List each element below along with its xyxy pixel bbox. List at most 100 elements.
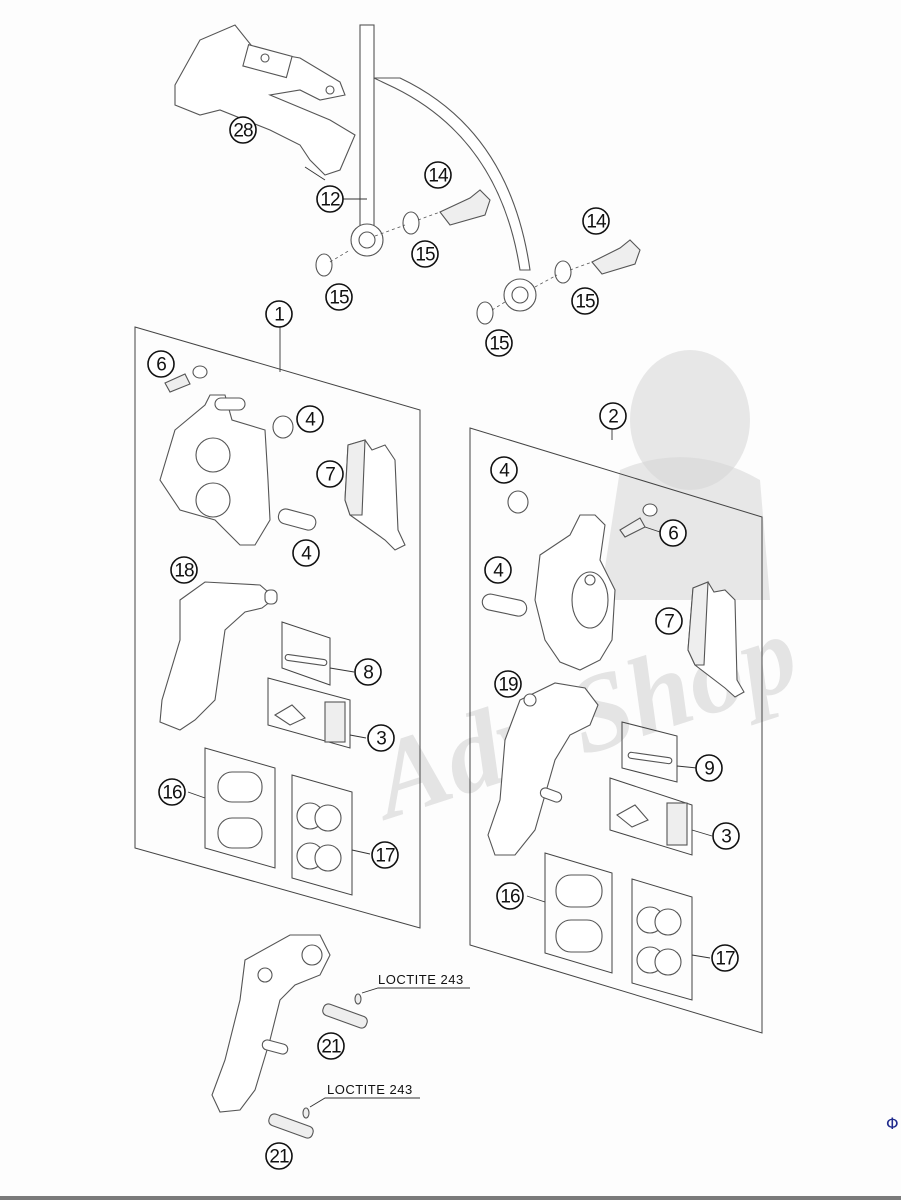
pad-spring [616, 804, 649, 828]
bleeder-cap [192, 365, 208, 379]
panel-outline [469, 427, 763, 1034]
svg-text:7: 7 [325, 465, 335, 486]
kit-box [267, 677, 351, 749]
callout-19: 19 [494, 670, 522, 698]
pad-spring [273, 704, 306, 726]
kit-box [631, 878, 693, 1001]
caliper-panel-left [134, 326, 421, 929]
assembly-axis [329, 211, 441, 263]
svg-text:17: 17 [715, 949, 735, 970]
svg-text:19: 19 [498, 675, 518, 696]
bracket-hole [260, 53, 270, 63]
callout-7: 7 [316, 460, 344, 488]
callout-4: 4 [292, 539, 320, 567]
seal-ring [314, 844, 342, 872]
svg-text:15: 15 [575, 292, 595, 313]
svg-text:4: 4 [499, 461, 510, 482]
svg-text:14: 14 [428, 166, 449, 187]
bracket-hole [325, 85, 335, 95]
svg-text:8: 8 [363, 663, 373, 684]
support-pin [261, 1039, 289, 1055]
callout-1: 1 [265, 300, 293, 328]
callout-2: 2 [599, 402, 627, 430]
leader-line [691, 829, 713, 837]
seal-ring [654, 948, 682, 976]
callout-3: 3 [712, 822, 740, 850]
guide-pin [481, 593, 528, 617]
svg-text:3: 3 [721, 827, 731, 848]
callout-21: 21 [265, 1142, 293, 1170]
loctite-note: LOCTITE 243 [378, 972, 464, 987]
svg-text:14: 14 [586, 212, 607, 233]
callout-18: 18 [170, 556, 198, 584]
leader-line [676, 765, 698, 769]
svg-text:6: 6 [156, 355, 166, 376]
svg-text:21: 21 [321, 1037, 341, 1058]
kit-box [291, 774, 353, 896]
bottom-border [0, 1196, 901, 1200]
callout-12: 12 [316, 185, 344, 213]
guide-pin-boot [272, 415, 294, 439]
callout-21: 21 [317, 1032, 345, 1060]
guide-pin-boot [507, 490, 529, 514]
piston [555, 874, 603, 908]
svg-text:12: 12 [320, 190, 340, 211]
svg-text:1: 1 [274, 305, 284, 326]
piston [217, 817, 263, 849]
svg-text:17: 17 [375, 846, 395, 867]
washer [315, 253, 333, 277]
banjo-fitting-bore [358, 231, 376, 249]
panel-outline [134, 326, 421, 929]
brand-logo [584, 574, 596, 586]
callout-14: 14 [582, 207, 610, 235]
callout-15: 15 [325, 283, 353, 311]
svg-text:16: 16 [162, 783, 182, 804]
piston-bore [195, 482, 231, 518]
callout-14: 14 [424, 161, 452, 189]
svg-text:18: 18 [174, 561, 194, 582]
svg-text:15: 15 [489, 334, 509, 355]
pad-pin [627, 751, 673, 765]
leader-line [644, 526, 661, 533]
svg-text:15: 15 [415, 245, 435, 266]
brake-hose [373, 77, 531, 271]
callout-16: 16 [496, 882, 524, 910]
support-pin [539, 787, 563, 803]
hardware-top [315, 189, 641, 325]
support-hole [257, 967, 273, 983]
pad-friction-material [344, 439, 366, 516]
svg-text:21: 21 [269, 1147, 289, 1168]
callout-7: 7 [655, 607, 683, 635]
leader-lines [304, 166, 367, 200]
kit-box [609, 777, 693, 856]
svg-text:2: 2 [608, 407, 618, 428]
corner-glyph: Φ [886, 1114, 899, 1133]
svg-text:6: 6 [668, 524, 678, 545]
assembly-axis [491, 261, 593, 311]
callout-4: 4 [490, 456, 518, 484]
support-hole [301, 944, 323, 966]
screw [322, 1003, 368, 1029]
leader-line [187, 791, 206, 799]
caliper-support-left [159, 581, 276, 731]
washer [402, 211, 420, 235]
callout-28: 28 [229, 116, 257, 144]
kit-box [621, 721, 678, 783]
svg-text:4: 4 [493, 561, 504, 582]
brake-line-bracket [174, 24, 356, 176]
screw [268, 1113, 314, 1139]
callout-15: 15 [571, 287, 599, 315]
callout-15: 15 [411, 240, 439, 268]
kit-box [204, 747, 276, 869]
callout-6: 6 [147, 350, 175, 378]
callout-4: 4 [484, 556, 512, 584]
bleeder-cap [642, 503, 658, 517]
watermark-figure [630, 350, 750, 490]
leader-line [691, 954, 711, 959]
loctite-note: LOCTITE 243 [327, 1082, 413, 1097]
svg-text:7: 7 [664, 612, 674, 633]
caliper-panel-right [469, 427, 763, 1034]
svg-text:9: 9 [704, 759, 714, 780]
callout-8: 8 [354, 658, 382, 686]
pad-clip [666, 802, 688, 846]
